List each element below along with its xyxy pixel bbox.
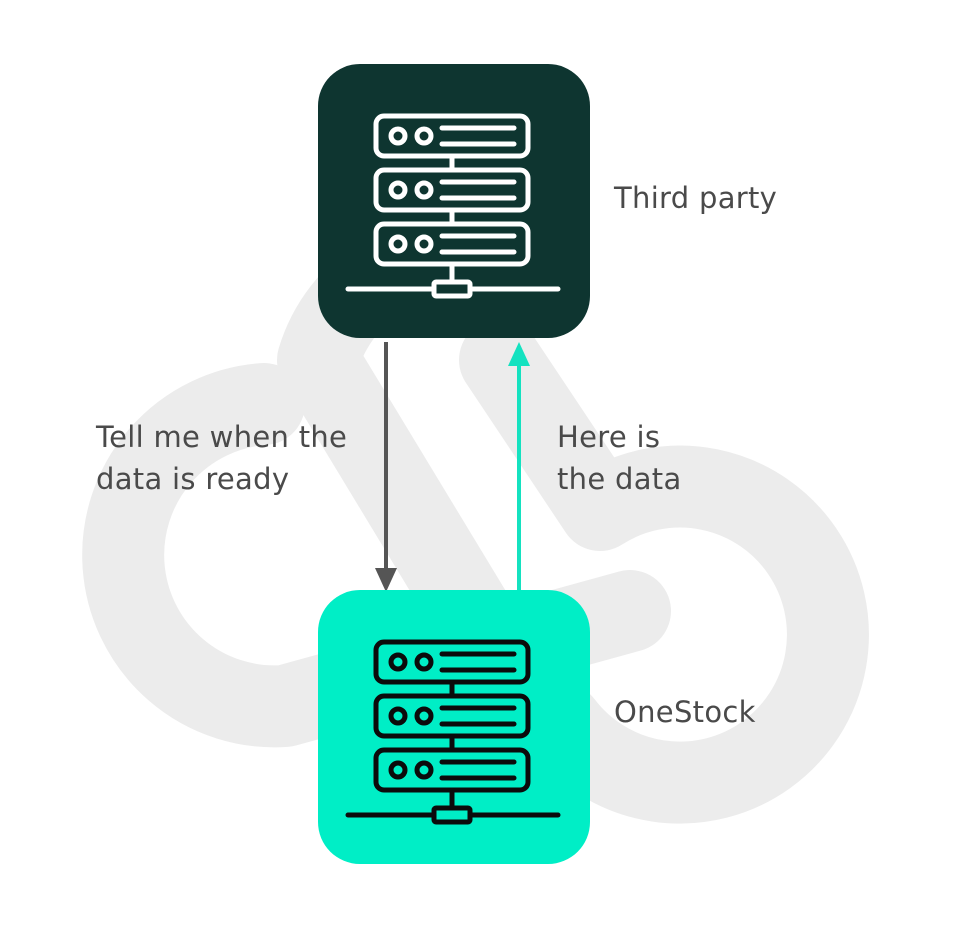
- request-label-line-1: Tell me when the: [96, 420, 348, 454]
- response-label-line-2: the data: [557, 462, 682, 496]
- response-label-line-1: Here is: [557, 420, 661, 454]
- onestock-label: OneStock: [614, 695, 756, 729]
- response-arrow: [508, 342, 530, 590]
- request-label-line-2: data is ready: [96, 462, 290, 496]
- onestock-node: [318, 590, 590, 864]
- response-label: Here is the data: [557, 416, 682, 500]
- third-party-node: [318, 64, 590, 338]
- request-arrow: [375, 342, 397, 592]
- request-label: Tell me when the data is ready: [96, 416, 347, 500]
- third-party-label: Third party: [614, 181, 778, 215]
